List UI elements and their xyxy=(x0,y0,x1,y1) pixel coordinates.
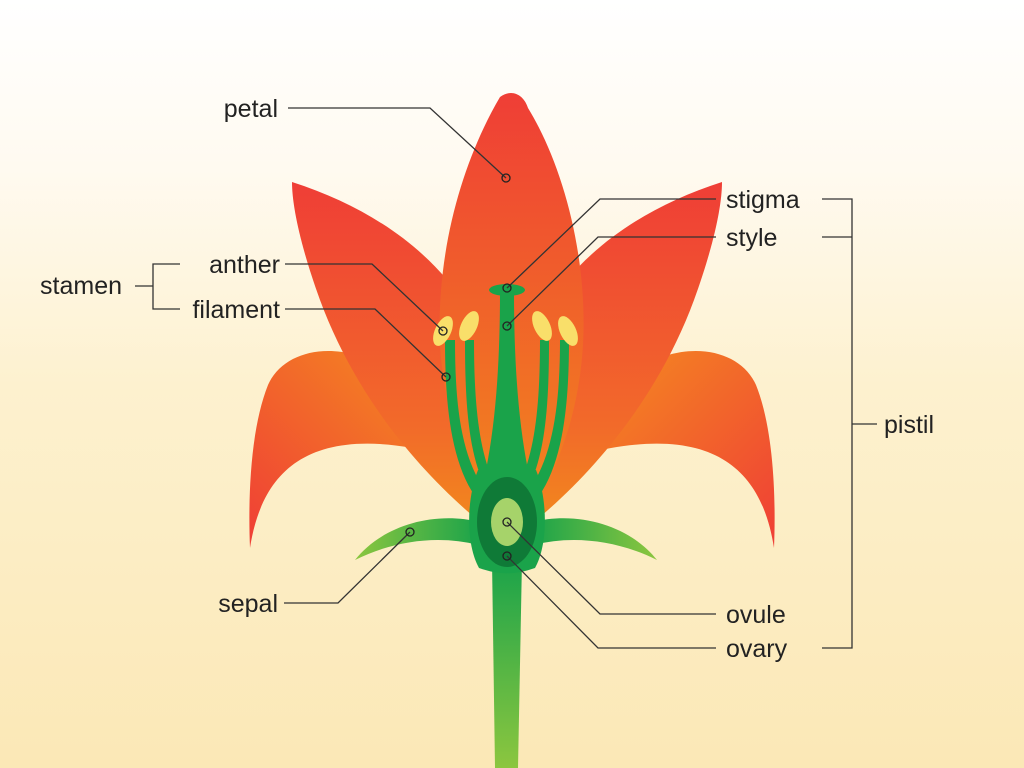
label-filament: filament xyxy=(192,296,280,324)
label-stamen: stamen xyxy=(40,272,122,300)
dot-ovule xyxy=(502,517,512,527)
leader-style xyxy=(506,236,716,327)
anther-4 xyxy=(558,316,578,346)
dot-anther xyxy=(438,326,448,336)
stem xyxy=(492,560,522,768)
leader-ovule xyxy=(506,521,716,615)
pistil-style xyxy=(486,292,528,470)
label-pistil: pistil xyxy=(884,411,934,439)
anther-2 xyxy=(459,311,479,341)
label-ovule: ovule xyxy=(726,601,786,629)
label-petal: petal xyxy=(224,95,278,123)
pistil-bracket xyxy=(822,198,853,649)
label-ovary: ovary xyxy=(726,635,788,663)
label-style: style xyxy=(726,224,777,252)
filament-right-outer xyxy=(529,340,569,496)
stigma xyxy=(489,284,525,296)
dot-filament xyxy=(441,372,451,382)
filament-right-inner xyxy=(522,340,549,484)
leader-lines xyxy=(135,107,877,649)
label-sepal: sepal xyxy=(218,590,278,618)
dot-petal xyxy=(501,173,511,183)
anther-3 xyxy=(532,311,552,341)
filament-left-outer xyxy=(445,340,485,496)
leader-filament xyxy=(285,308,447,378)
label-stigma: stigma xyxy=(726,186,800,214)
side-petal-right xyxy=(513,182,722,530)
leader-petal xyxy=(288,107,507,179)
leader-ovary xyxy=(506,555,716,649)
leader-sepal xyxy=(284,531,411,604)
dot-stigma xyxy=(502,283,512,293)
sepal-left xyxy=(355,518,480,560)
filament-left-inner xyxy=(465,340,492,484)
labels: petal stigma style anther stamen filamen… xyxy=(40,95,934,663)
sepal-right xyxy=(532,518,657,560)
label-anther: anther xyxy=(209,251,280,279)
leader-stigma xyxy=(506,198,716,289)
leader-anther xyxy=(285,263,444,332)
side-petal-left xyxy=(292,182,501,530)
dot-style xyxy=(502,321,512,331)
label-dots xyxy=(405,173,512,561)
dot-sepal xyxy=(405,527,415,537)
stamen-bracket xyxy=(152,263,180,310)
dot-ovary xyxy=(502,551,512,561)
